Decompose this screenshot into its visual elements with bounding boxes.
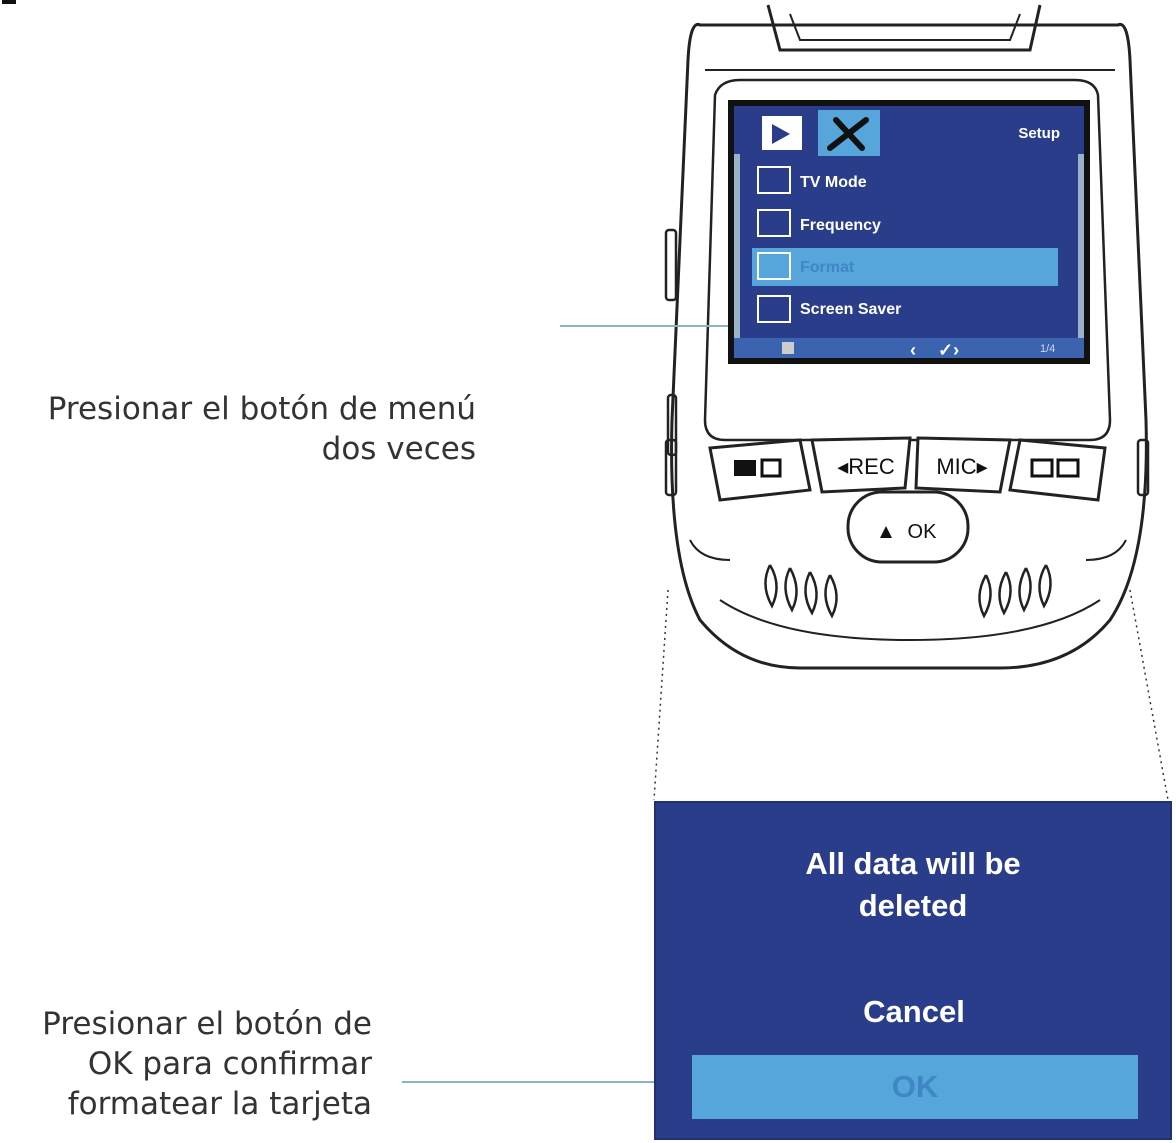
tv-icon [757, 166, 791, 194]
dialog-cancel-option[interactable]: Cancel [863, 994, 965, 1029]
menu-item-format: Format [800, 259, 855, 276]
callout-ok-line1: Presionar el botón de [42, 1006, 372, 1042]
menu-item-screen-saver: Screen Saver [800, 301, 901, 318]
dialog-ok-option[interactable]: OK [692, 1055, 1138, 1119]
callout-menu-instruction: Presionar el botón de menú dos veces [48, 389, 476, 469]
callout-leader-menu [560, 325, 728, 327]
device-screen: ‹ ✓› 1/4 Setup TV Mode Frequency Format … [728, 100, 1090, 364]
projection-line-right [1129, 589, 1169, 801]
callout-leader-ok [402, 1081, 732, 1083]
callout-ok-instruction: Presionar el botón de OK para confirmar … [42, 1004, 372, 1124]
mic-button-label: MIC▸ [936, 454, 987, 479]
rec-button [810, 436, 912, 494]
card-icon [782, 342, 794, 354]
format-icon [757, 252, 791, 280]
format-confirm-dialog: All data will be deleted Cancel OK [654, 801, 1172, 1140]
projection-line-left [653, 589, 669, 801]
dialog-message: All data will be deleted [656, 843, 1170, 927]
nav-left-icon: ‹ [910, 340, 916, 360]
warning-icon [880, 526, 892, 538]
camera-mode-button [708, 438, 812, 502]
wrench-icon [827, 117, 869, 151]
camera-icon [734, 460, 756, 476]
emergency-ok-button [846, 490, 970, 564]
ok-button-label: OK [908, 521, 938, 543]
mic-button [914, 436, 1012, 494]
callout-ok-line2: OK para confirmar [87, 1046, 372, 1082]
screen-saver-icon [757, 295, 791, 323]
screen-header-title: Setup [1018, 125, 1060, 142]
nav-confirm-icon: ✓› [938, 340, 959, 360]
hz-icon [757, 209, 791, 237]
playback-icon [1030, 458, 1054, 478]
callout-ok-line3: formatear la tarjeta [67, 1086, 372, 1122]
dialog-message-line2: deleted [858, 888, 968, 923]
menu-item-selected-bg [752, 248, 1058, 286]
dialog-message-line1: All data will be [805, 846, 1021, 881]
speaker-grille-left [764, 564, 838, 619]
device-buttons [708, 436, 1107, 564]
callout-menu-line2: dos veces [321, 431, 476, 467]
corner-fragment [2, 0, 16, 4]
speaker-grille-right [978, 564, 1052, 619]
rec-button-label: ◂REC [837, 454, 895, 479]
page-indicator: 1/4 [1040, 343, 1055, 355]
menu-item-frequency: Frequency [800, 217, 881, 234]
callout-menu-line1: Presionar el botón de menú [47, 391, 476, 427]
menu-item-tv-mode: TV Mode [800, 174, 867, 191]
